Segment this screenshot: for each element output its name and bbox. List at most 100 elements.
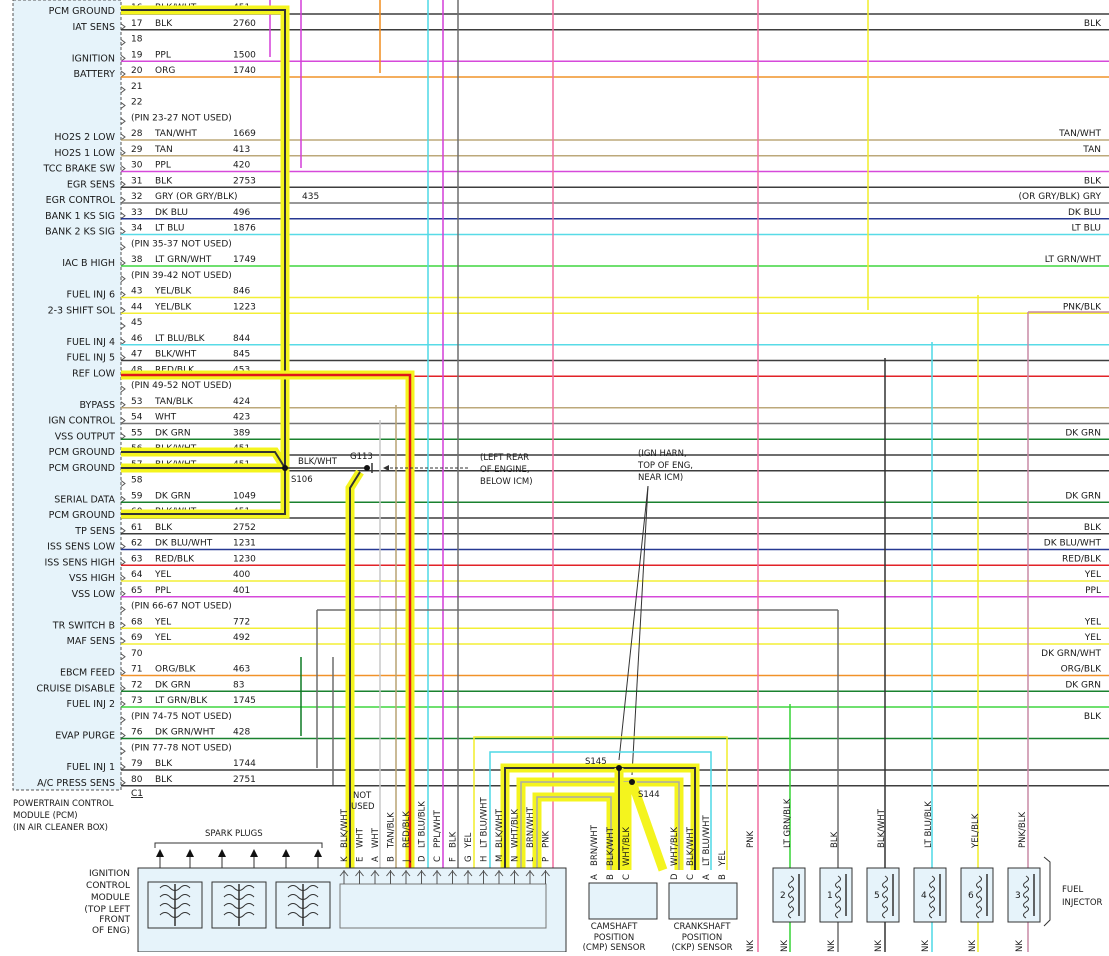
pcm-pin-terminal — [120, 385, 126, 393]
injector-wire-color: BLK/WHT — [877, 808, 887, 848]
injector-title-1: FUEL — [1062, 885, 1083, 895]
icm-pin-letter: D — [418, 855, 428, 862]
pcm-pin-wire-color: (PIN 35-37 NOT USED) — [131, 239, 232, 249]
wire-color-label-right: PNK/BLK — [1063, 302, 1102, 312]
pcm-pin-terminal — [120, 102, 126, 109]
pcm-pin-terminal — [120, 495, 126, 503]
icm-connector-block — [339, 883, 547, 929]
injector-bottom-wire-label: NK — [968, 940, 978, 952]
sensor-pin-wire-color: BRN/WHT — [590, 824, 600, 866]
pcm-pin-row: 58 — [120, 476, 143, 487]
pcm-pin-terminal — [120, 606, 126, 613]
pcm-pin-number: 80 — [131, 775, 143, 785]
pcm-pin-wire-color: RED/BLK — [155, 365, 195, 375]
icm-pin-arrow-icon — [339, 870, 349, 877]
pcm-pin-wire-color: GRY (OR GRY/BLK) — [155, 192, 238, 202]
pcm-pin-number: 70 — [131, 649, 143, 659]
pcm-pin-circuit-number: 2751 — [233, 775, 256, 785]
pcm-pin-function-label: TP SENS — [74, 526, 115, 537]
pcm-pin-wire-color: DK GRN — [155, 680, 191, 690]
pcm-pin-function-label: FUEL INJ 2 — [66, 699, 115, 710]
pcm-pin-wire-color: YEL/BLK — [154, 287, 192, 297]
wire-color-label-right: DK GRN — [1065, 428, 1101, 438]
pcm-pin-circuit-number: 845 — [233, 350, 250, 360]
sensor-pin-wire-color: LT BLU/WHT — [702, 815, 712, 866]
pcm-pin-number: 28 — [131, 129, 143, 139]
sensor-pin-letter: C — [622, 874, 632, 880]
icm-title-1: IGNITION — [89, 869, 130, 879]
pcm-pin-circuit-number: 2752 — [233, 523, 256, 533]
pcm-pin-circuit-number: 2760 — [233, 19, 256, 29]
wire-color-label-right: DK BLU — [1068, 208, 1101, 218]
sensor-pin-wire-color: BLK/WHT — [606, 826, 616, 866]
cmp-title-1: CAMSHAFT — [591, 922, 638, 932]
wire-color-label-right: LT BLU — [1072, 224, 1101, 234]
sensor-harness: S145 S144 — [473, 736, 728, 872]
pcm-pin-function-label: CRUISE DISABLE — [36, 683, 115, 694]
pcm-pin-terminal — [120, 165, 126, 172]
pcm-pin-number: 33 — [131, 208, 142, 218]
pcm-pin-row: (PIN 77-78 NOT USED) — [120, 743, 232, 755]
pcm-pin-function-label: PCM GROUND — [49, 6, 115, 17]
ign-note-pointer-2 — [631, 485, 649, 776]
pcm-pin-wire-color: YEL — [154, 633, 171, 643]
wire-color-label-right: YEL — [1084, 633, 1101, 643]
pcm-pin-function-label: EGR CONTROL — [46, 195, 116, 206]
wire-color-label-right: BLK — [1084, 19, 1102, 29]
injector-wire-color: PNK/BLK — [1018, 812, 1028, 848]
pcm-pin-circuit-number: 496 — [233, 208, 250, 218]
pcm-pin-circuit-number: 844 — [233, 334, 250, 344]
g113-pointer-arrow — [383, 465, 389, 471]
icm-title-4: (TOP LEFT — [84, 905, 130, 915]
icm-pin-wire-color: WHT/BLK — [511, 809, 521, 848]
wire-color-label-right: BLK — [1084, 712, 1102, 722]
harness-ckp-c-hl — [627, 780, 668, 872]
pcm-pin-number: 18 — [131, 35, 143, 45]
pcm-pin-number: 76 — [131, 728, 143, 738]
pcm-pin-number: 48 — [131, 365, 143, 375]
injector-number: 3 — [1015, 891, 1021, 901]
pcm-pin-row: 70 DK GRN/WHT — [120, 649, 1101, 661]
ignition-harness-wire — [349, 471, 361, 870]
ign-note-pointer-1 — [618, 485, 649, 761]
pcm-pin-row: (PIN 49-52 NOT USED) — [120, 381, 232, 393]
sensor-pin-wire-color: WHT/BLK — [622, 827, 632, 866]
pcm-pin-terminal — [120, 763, 126, 771]
pcm-pin-terminal — [120, 621, 126, 629]
pcm-pin-number: 19 — [131, 50, 143, 60]
splice-s145-dot — [616, 765, 622, 771]
harness-cyan-box — [489, 751, 712, 870]
ckp-sensor-body — [668, 882, 738, 920]
pcm-pin-terminal — [120, 306, 126, 314]
pcm-pin-terminal — [120, 228, 126, 235]
icm-pin-wire-color: BLK/WHT — [495, 808, 505, 848]
pcm-pin-function-label: BYPASS — [80, 400, 115, 411]
pcm-pin-function-label: ISS SENS LOW — [47, 542, 116, 553]
pcm-pin-wire-color: PPL — [155, 50, 171, 60]
ign-note-line-2: TOP OF ENG, — [637, 461, 693, 471]
icm-pin-letter: G — [464, 855, 474, 862]
icm-pin-letter: P — [542, 857, 552, 862]
sensor-pin-wire-color: YEL — [718, 850, 728, 867]
pcm-pin-terminal — [120, 637, 126, 645]
icm-pin-arrow-icon — [525, 870, 535, 877]
pcm-pin-function-label: TCC BRAKE SW — [43, 164, 116, 175]
spark-plugs-label: SPARK PLUGS — [205, 829, 263, 839]
pcm-pin-number: 53 — [131, 397, 142, 407]
icm-pin-arrow-icon — [479, 870, 488, 877]
spark-plug-arrow-icon — [186, 849, 194, 857]
wire-color-label-right: RED/BLK — [1062, 554, 1102, 564]
harness-ground-wire-2 — [121, 451, 287, 469]
injector-bottom-wire-label: NK — [1015, 940, 1025, 952]
wire-color-label-right: DK GRN/WHT — [1041, 649, 1101, 659]
splice-s106-label: S106 — [291, 475, 313, 485]
pcm-pin-function-label: PCM GROUND — [49, 510, 115, 521]
